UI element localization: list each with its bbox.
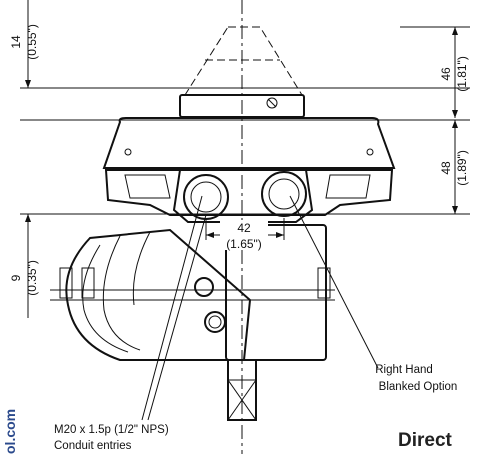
base-housing bbox=[104, 169, 394, 216]
conduit-label-line1: M20 x 1.5p (1/2" NPS) bbox=[54, 424, 169, 436]
dim-14-in: (0.55") bbox=[25, 24, 39, 60]
dim-48-in: (1.89") bbox=[455, 150, 469, 186]
dim-9-mm: 9 bbox=[9, 274, 23, 281]
dim-9-in: (0.35") bbox=[25, 260, 39, 296]
dimension-42: 42 (1.65") bbox=[205, 218, 285, 251]
dim-14-mm: 14 bbox=[9, 35, 23, 49]
dimension-9: 9 (0.35") bbox=[9, 214, 39, 318]
dim-46-mm: 46 bbox=[439, 67, 453, 81]
leader-conduit-2 bbox=[147, 214, 207, 421]
dim-48-mm: 48 bbox=[439, 161, 453, 175]
right-hand-label-line2: Blanked Option bbox=[379, 381, 458, 393]
heading-fragment: Direct bbox=[398, 430, 453, 451]
dim-42-in: (1.65") bbox=[226, 237, 262, 251]
dimension-48: 48 (1.89") bbox=[439, 120, 469, 214]
dim-42-mm: 42 bbox=[237, 221, 251, 235]
lower-body bbox=[50, 224, 335, 421]
conduit-entry-right bbox=[261, 171, 307, 217]
leader-right-hand bbox=[289, 195, 379, 369]
indicator-dome bbox=[184, 26, 303, 96]
main-cover bbox=[102, 117, 396, 169]
dimension-14: 14 (0.55") bbox=[9, 0, 39, 88]
leader-conduit-1 bbox=[141, 195, 203, 421]
dim-46-in: (1.81") bbox=[455, 56, 469, 92]
dimension-46: 46 (1.81") bbox=[439, 27, 469, 118]
side-fragment: ol.com bbox=[2, 409, 18, 454]
conduit-entry-left bbox=[183, 174, 229, 220]
right-hand-label-line1: Right Hand bbox=[375, 364, 433, 376]
conduit-label-line2: Conduit entries bbox=[54, 440, 132, 452]
conduit-boss bbox=[172, 169, 314, 223]
